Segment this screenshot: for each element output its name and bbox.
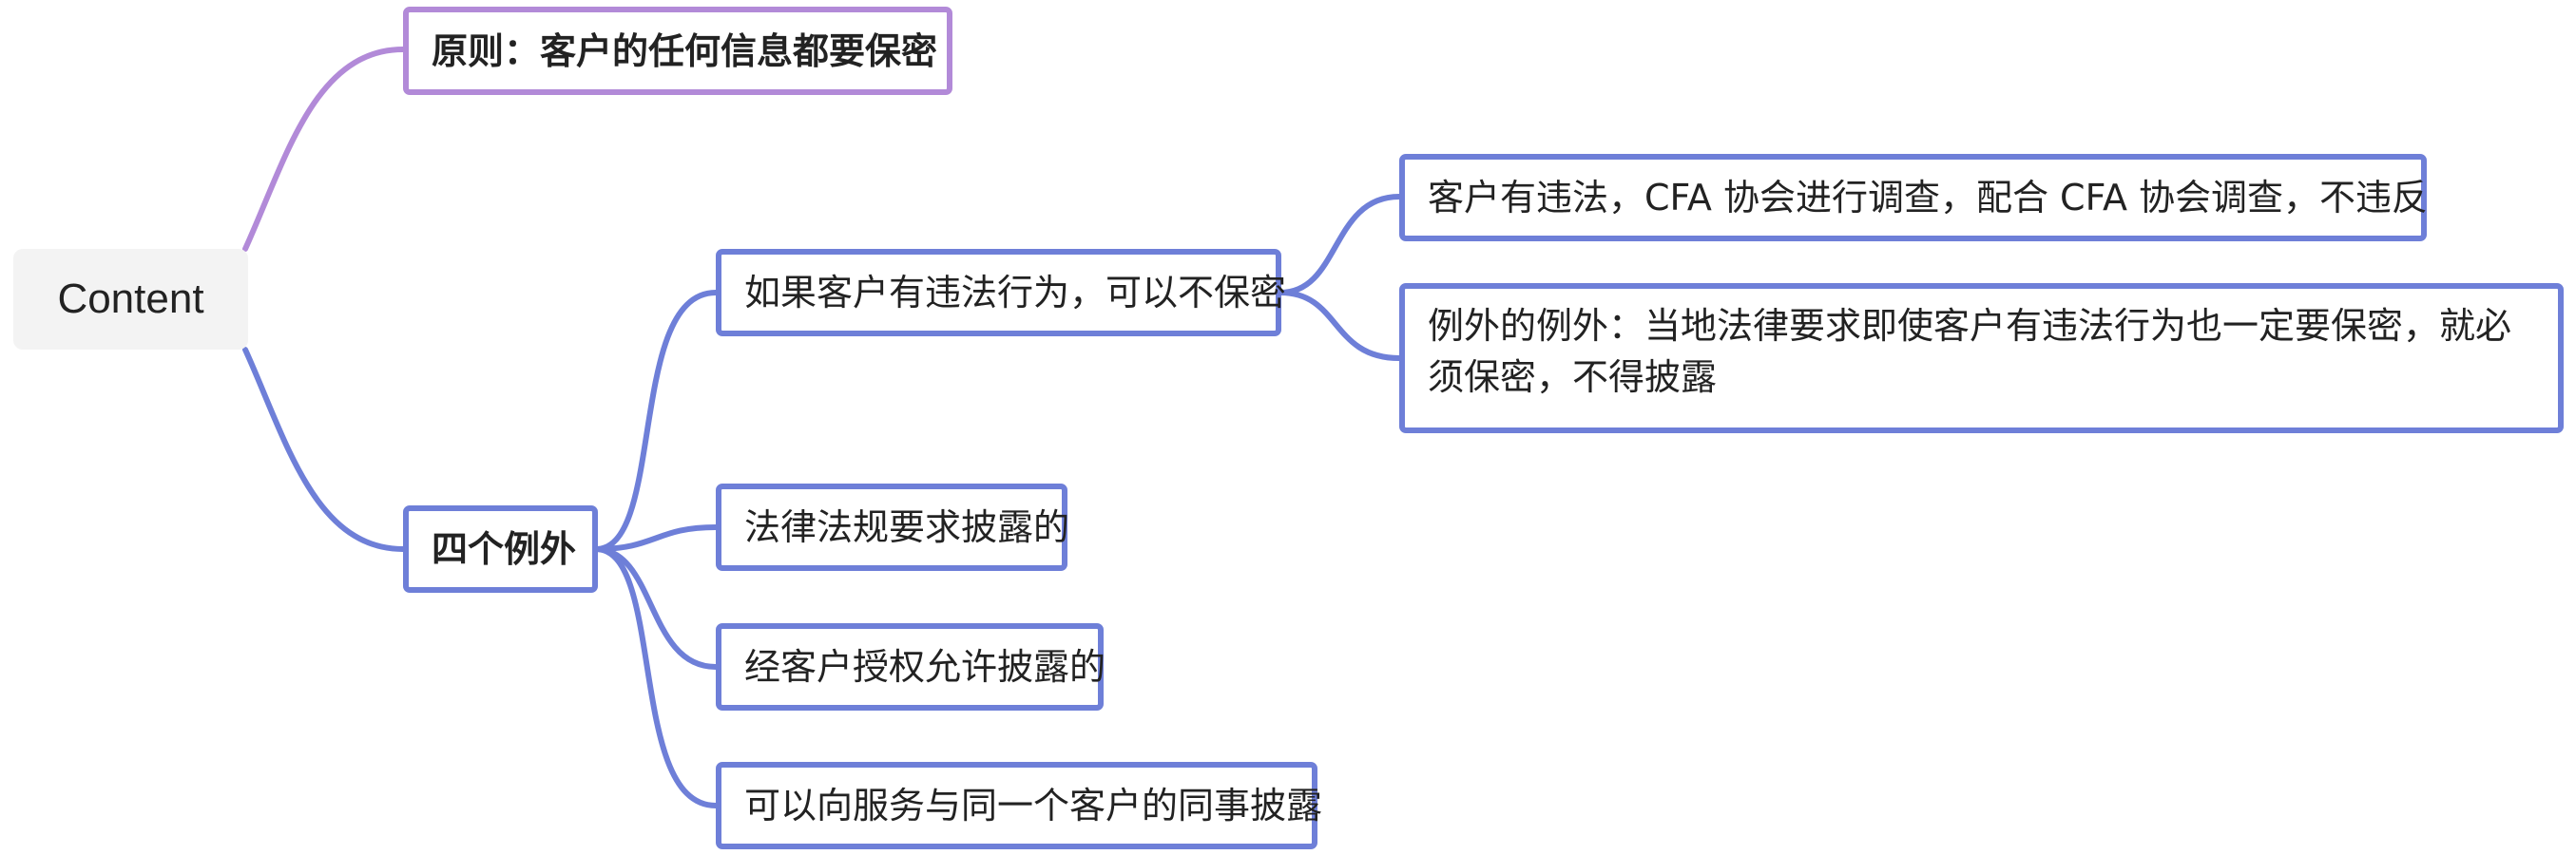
exception-of-exception-node[interactable]: 例外的例外：当地法律要求即使客户有违法行为也一定要保密，就必须保密，不得披露 [1399, 283, 2564, 433]
same-client-colleague-node[interactable]: 可以向服务与同一个客户的同事披露 [716, 762, 1322, 849]
connector-illegal-cfa [1278, 194, 1402, 295]
law-requires-node[interactable]: 法律法规要求披露的 [716, 484, 1069, 571]
cfa-investigation-node[interactable]: 客户有违法，CFA 协会进行调查，配合 CFA 协会调查，不违反 [1399, 154, 2428, 241]
connector-root-principle [242, 47, 406, 252]
connector-exceptions-illegal [593, 290, 719, 552]
illegal-behavior-node[interactable]: 如果客户有违法行为，可以不保密 [716, 249, 1286, 336]
principle-node[interactable]: 原则：客户的任何信息都要保密 [403, 7, 952, 95]
connector-exceptions-colleague [593, 546, 719, 808]
connector-illegal-exception [1278, 290, 1402, 361]
connector-root-four-exceptions [242, 347, 406, 552]
connector-exceptions-authorized [593, 546, 719, 670]
root-node[interactable]: Content [13, 249, 248, 350]
client-authorized-node[interactable]: 经客户授权允许披露的 [716, 623, 1105, 711]
four-exceptions-node[interactable]: 四个例外 [403, 505, 598, 593]
connector-exceptions-law [593, 524, 719, 552]
